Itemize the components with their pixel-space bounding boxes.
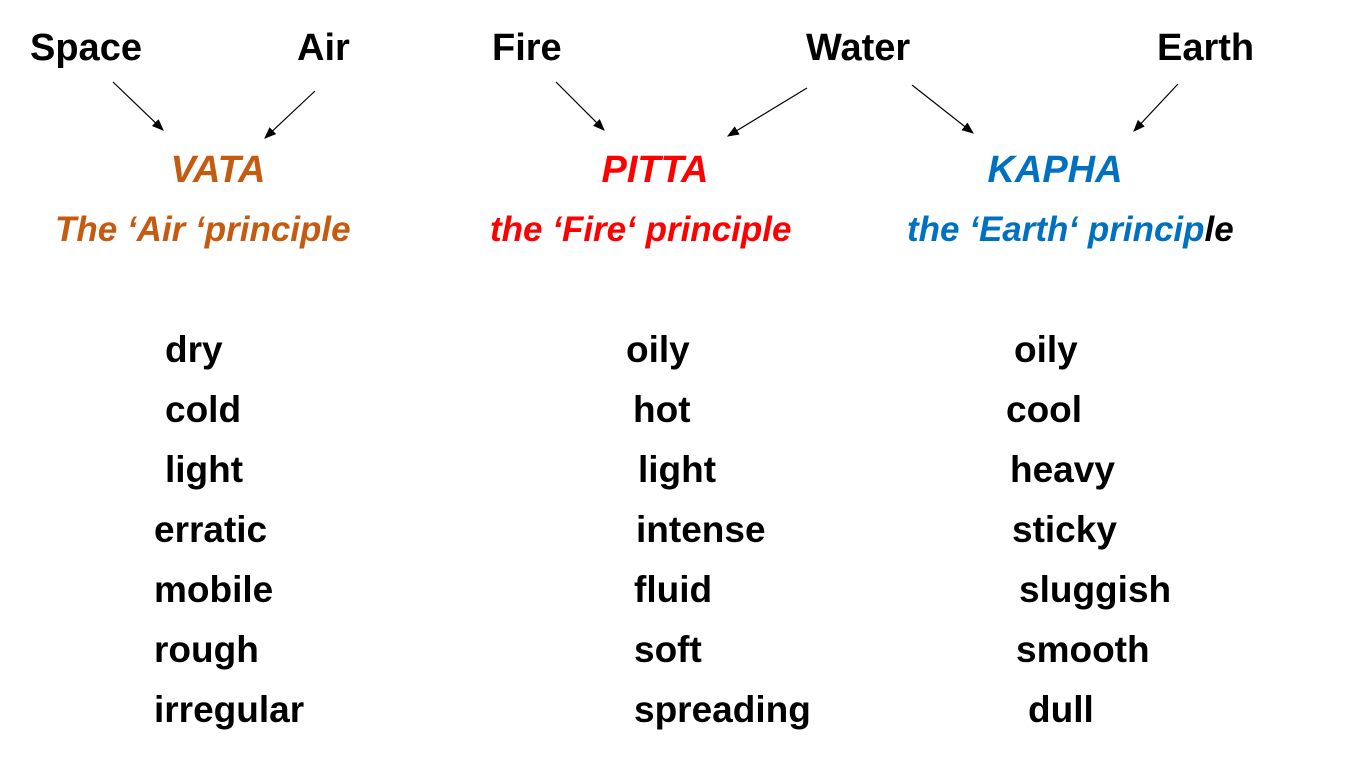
kapha-subtitle-end: le xyxy=(1204,210,1234,249)
element-air: Air xyxy=(297,27,350,69)
element-space: Space xyxy=(30,27,142,69)
pitta-subtitle: the ‘Fire‘ principle xyxy=(490,210,792,249)
kapha-quality: sticky xyxy=(1012,509,1117,550)
element-fire: Fire xyxy=(492,27,562,69)
pitta-quality: soft xyxy=(634,629,702,670)
kapha-quality: smooth xyxy=(1016,629,1150,670)
vata-quality: erratic xyxy=(154,509,268,550)
kapha-quality: oily xyxy=(1014,329,1078,370)
vata-quality: light xyxy=(165,449,244,490)
kapha-quality: sluggish xyxy=(1019,569,1172,610)
element-water: Water xyxy=(806,27,911,69)
kapha-quality: heavy xyxy=(1010,449,1115,490)
kapha-quality: dull xyxy=(1028,689,1094,730)
vata-subtitle: The ‘Air ‘principle xyxy=(55,210,351,249)
kapha-quality: cool xyxy=(1006,389,1083,430)
element-earth: Earth xyxy=(1157,27,1255,69)
vata-quality: rough xyxy=(154,629,259,670)
pitta-quality: spreading xyxy=(634,689,811,730)
dosha-pitta: PITTA xyxy=(601,149,709,191)
kapha-subtitle-main: the ‘Earth‘ princip xyxy=(907,210,1205,249)
pitta-quality: hot xyxy=(633,389,691,430)
arrow-water-pitta xyxy=(726,87,808,137)
pitta-quality: oily xyxy=(626,329,690,370)
vata-quality: irregular xyxy=(154,689,305,730)
vata-quality: mobile xyxy=(154,569,274,610)
dosha-vata: VATA xyxy=(170,149,266,191)
pitta-quality: intense xyxy=(636,509,766,550)
pitta-quality: light xyxy=(638,449,717,490)
arrow-earth-kapha xyxy=(1133,83,1179,132)
arrow-water-kapha xyxy=(911,84,974,134)
vata-quality: dry xyxy=(165,329,223,370)
arrow-space-vata xyxy=(112,81,164,131)
pitta-quality: fluid xyxy=(634,569,713,610)
dosha-kapha: KAPHA xyxy=(987,149,1123,191)
arrow-air-vata xyxy=(264,90,316,139)
kapha-subtitle: the ‘Earth‘ principle xyxy=(907,206,1234,254)
arrow-fire-pitta xyxy=(555,81,605,131)
vata-quality: cold xyxy=(165,389,242,430)
